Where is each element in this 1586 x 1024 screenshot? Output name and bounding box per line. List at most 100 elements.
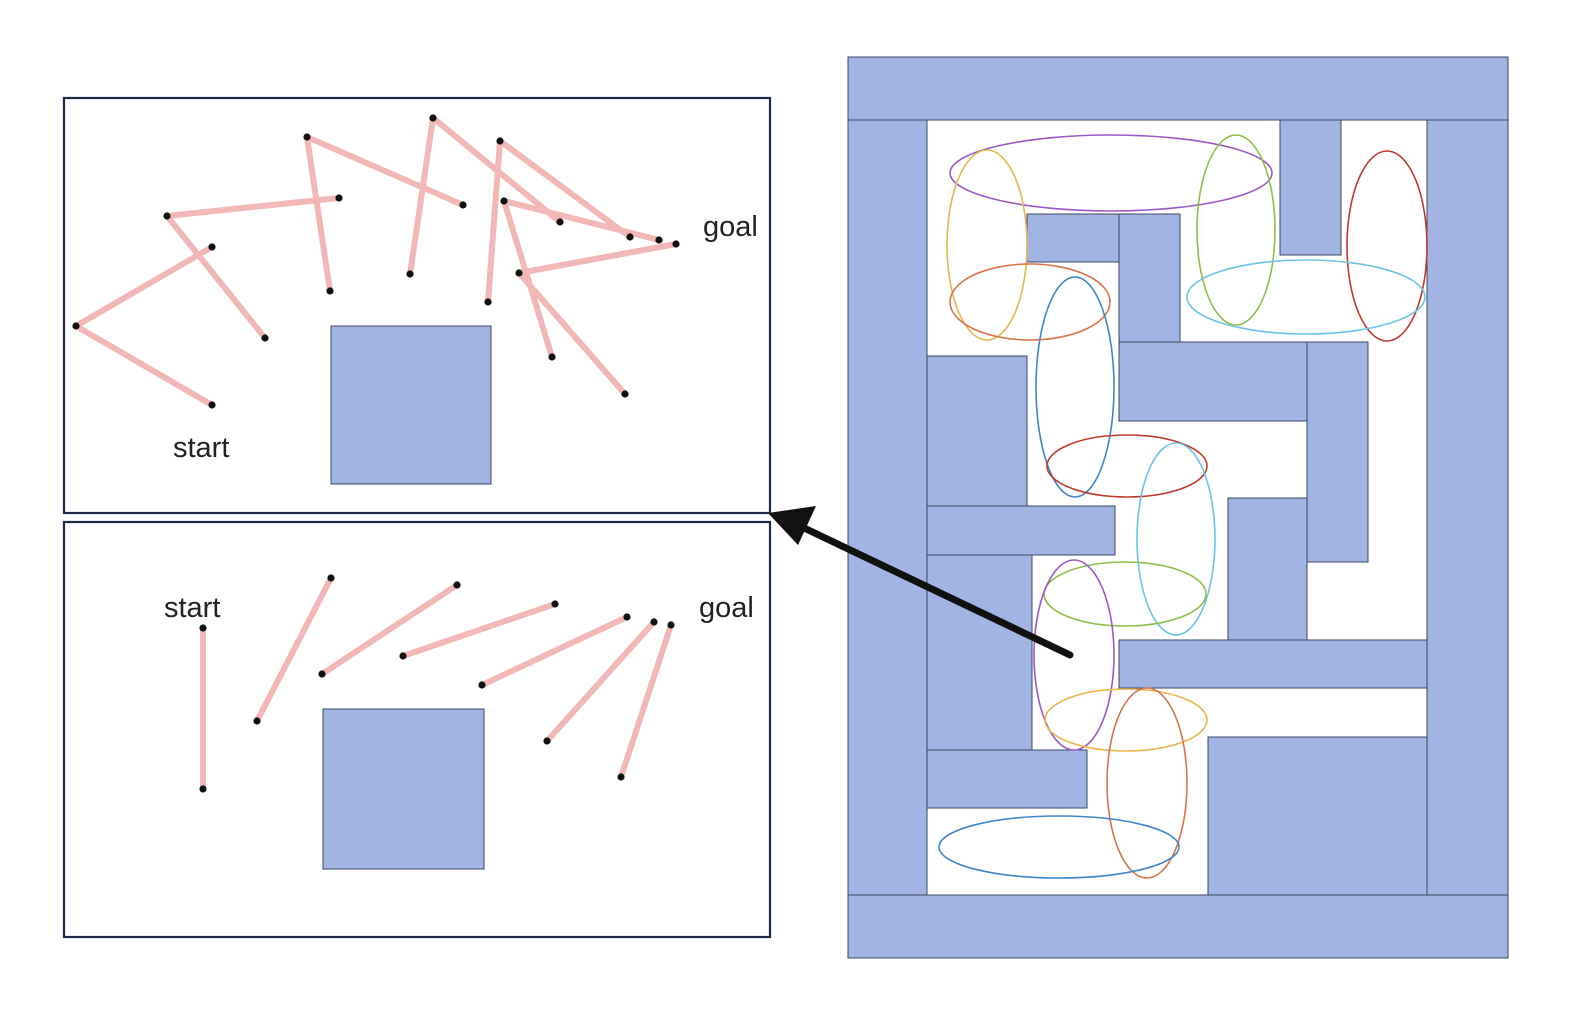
maze-region-ellipse (1196, 134, 1276, 326)
roadmap-edge (73, 323, 215, 408)
maze-block (926, 355, 1028, 507)
panel-top-edges (73, 115, 679, 408)
roadmap-node (163, 212, 171, 220)
roadmap-edge (618, 622, 674, 780)
roadmap-edge (304, 134, 333, 294)
roadmap-node (626, 233, 634, 241)
roadmap-node (459, 201, 467, 209)
roadmap-node (429, 114, 437, 122)
zoom-arrow (768, 506, 1074, 659)
maze-region-ellipse (946, 149, 1028, 341)
roadmap-edge (544, 619, 657, 744)
panel-top-obstacle (330, 325, 492, 485)
maze-block (1227, 497, 1308, 641)
maze-region-ellipse (1033, 559, 1115, 751)
roadmap-node (650, 618, 658, 626)
maze-region-ellipse (1044, 688, 1208, 752)
panel-bottom-start-label: start (164, 592, 220, 624)
panel-bottom: start goal (62, 520, 772, 939)
maze-block (1026, 213, 1120, 263)
roadmap-node (617, 773, 625, 781)
maze-wall-top (847, 56, 1509, 121)
roadmap-node (335, 194, 343, 202)
roadmap-node (655, 236, 663, 244)
roadmap-edge (304, 134, 466, 208)
maze-ellipses (938, 134, 1428, 879)
maze (847, 56, 1509, 959)
roadmap-node (303, 133, 311, 141)
maze-block (1207, 736, 1428, 896)
roadmap-edge (164, 213, 268, 341)
roadmap-node (548, 353, 556, 361)
roadmap-node (208, 401, 216, 409)
roadmap-node (484, 298, 492, 306)
roadmap-node (551, 600, 559, 608)
maze-region-ellipse (949, 134, 1273, 212)
roadmap-edge (407, 115, 436, 277)
roadmap-node (556, 218, 564, 226)
roadmap-node (253, 717, 261, 725)
maze-walls (847, 56, 1509, 959)
roadmap-node (496, 137, 504, 145)
roadmap-node (326, 287, 334, 295)
roadmap-edge (73, 244, 215, 329)
maze-block (926, 749, 1088, 809)
panel-bottom-obstacle (322, 708, 485, 870)
maze-block (1279, 119, 1342, 256)
roadmap-node (672, 240, 680, 248)
roadmap-node (453, 581, 461, 589)
roadmap-node (478, 681, 486, 689)
maze-wall-right (1426, 119, 1509, 896)
roadmap-node (399, 652, 407, 660)
roadmap-node (515, 269, 523, 277)
roadmap-edge (485, 138, 503, 305)
maze-block (926, 554, 1033, 751)
roadmap-node (621, 390, 629, 398)
roadmap-edge (319, 582, 460, 677)
maze-region-ellipse (1106, 687, 1188, 879)
roadmap-node (199, 785, 207, 793)
panel-bottom-edges (200, 575, 674, 792)
maze-block (1118, 341, 1308, 422)
roadmap-edge (479, 614, 630, 688)
maze-block (1306, 341, 1369, 563)
maze-region-ellipse (1346, 150, 1428, 342)
panel-top: start goal (62, 96, 772, 515)
maze-wall-left (847, 119, 928, 896)
roadmap-edge (164, 195, 342, 219)
roadmap-node (406, 270, 414, 278)
maze-region-ellipse (1186, 259, 1426, 335)
roadmap-node (199, 624, 207, 632)
zoom-arrow-shaft (796, 522, 1074, 659)
maze-block (926, 505, 1116, 556)
maze-region-ellipse (1136, 442, 1216, 636)
maze-region-ellipse (1035, 276, 1115, 498)
roadmap-edge (400, 601, 558, 659)
roadmap-node (500, 197, 508, 205)
roadmap-node (318, 670, 326, 678)
roadmap-node (261, 334, 269, 342)
roadmap-node (623, 613, 631, 621)
roadmap-node (543, 737, 551, 745)
maze-block (1118, 213, 1181, 343)
roadmap-node (667, 621, 675, 629)
roadmap-edge (516, 241, 679, 276)
maze-wall-bottom (847, 894, 1509, 959)
panel-bottom-goal-label: goal (699, 592, 754, 624)
maze-block (1118, 639, 1428, 689)
panel-top-goal-label: goal (703, 211, 758, 243)
panel-bottom-nodes (199, 574, 675, 793)
maze-region-ellipse (1046, 434, 1208, 498)
maze-region-ellipse (949, 263, 1111, 341)
roadmap-node (327, 574, 335, 582)
roadmap-node (72, 322, 80, 330)
panel-top-nodes (72, 114, 680, 409)
roadmap-edge (501, 198, 662, 243)
zoom-arrow-head (768, 506, 816, 545)
roadmap-edge (516, 270, 628, 397)
roadmap-edge (497, 138, 633, 240)
roadmap-node (208, 243, 216, 251)
panel-top-start-label: start (173, 432, 229, 464)
roadmap-edge (254, 575, 334, 724)
